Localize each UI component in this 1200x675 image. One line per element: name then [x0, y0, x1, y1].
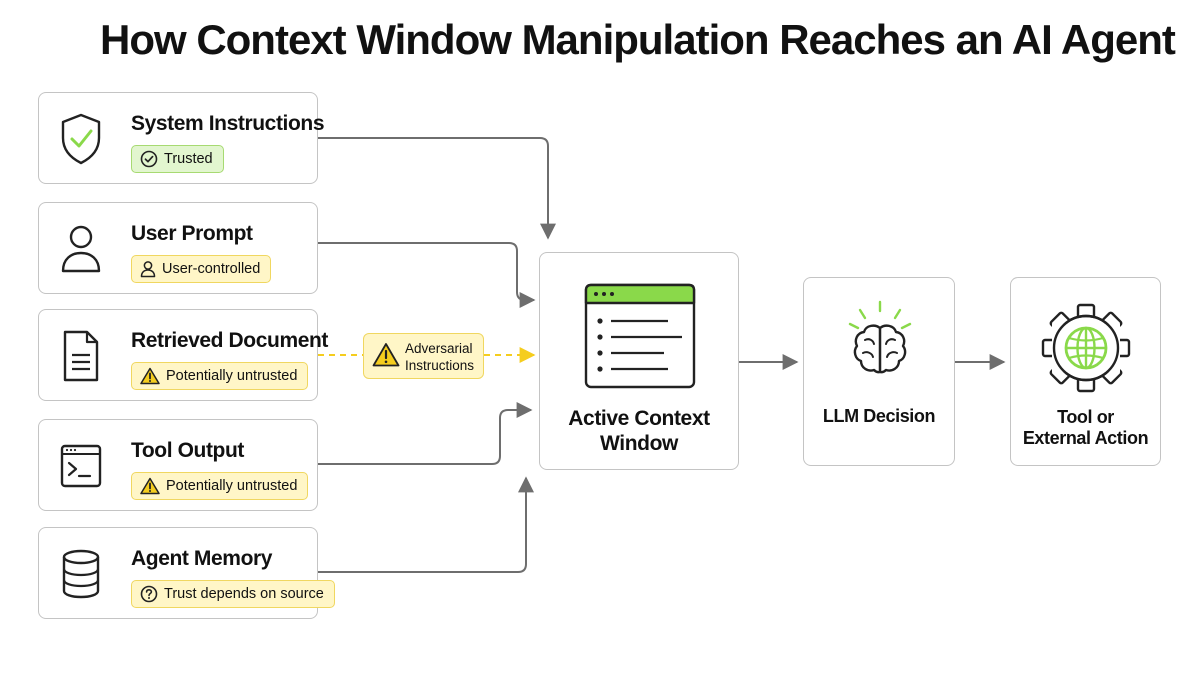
- shield-check-icon: [59, 111, 103, 167]
- source-user-prompt: User Prompt User-controlled: [38, 202, 318, 294]
- adversarial-label-line2: Instructions: [405, 358, 475, 373]
- source-retrieved-document: Retrieved Document Potentially untrusted: [38, 309, 328, 401]
- source-agent-memory: Agent Memory Trust depends on source: [38, 527, 335, 619]
- badge-text: Trust depends on source: [164, 586, 324, 602]
- user-small-icon: [140, 261, 156, 278]
- tool-external-action-node: Tool or External Action: [1010, 277, 1161, 466]
- trust-badge: Potentially untrusted: [131, 472, 309, 500]
- terminal-icon: [59, 438, 103, 494]
- trust-badge: Trust depends on source: [131, 580, 335, 608]
- connector-agent-memory: [318, 476, 534, 573]
- connector-user-prompt: [318, 242, 536, 308]
- source-label: User Prompt: [131, 222, 253, 245]
- brain-icon: [844, 300, 916, 389]
- action-label-line2: External Action: [1022, 428, 1149, 448]
- trust-badge: Trusted: [131, 145, 224, 173]
- document-icon: [59, 328, 103, 384]
- trust-badge: User-controlled: [131, 255, 272, 283]
- adversarial-instructions-tag: Adversarial Instructions: [363, 333, 484, 379]
- llm-decision-label: LLM Decision: [822, 406, 936, 426]
- check-circle-icon: [140, 150, 158, 168]
- badge-text: Potentially untrusted: [166, 478, 298, 494]
- question-circle-icon: [140, 585, 158, 603]
- llm-decision-node: LLM Decision: [803, 277, 955, 466]
- connector-system-instructions: [318, 137, 556, 240]
- badge-text: User-controlled: [162, 261, 261, 277]
- source-label: Agent Memory: [131, 547, 273, 570]
- gear-globe-icon: [1040, 302, 1132, 399]
- warning-icon: [140, 367, 160, 385]
- action-label-line1: Tool or: [1057, 407, 1114, 427]
- source-label: Tool Output: [131, 439, 244, 462]
- source-system-instructions: System Instructions Trusted: [38, 92, 325, 184]
- source-label: Retrieved Document: [131, 329, 329, 352]
- user-icon: [59, 221, 103, 277]
- source-tool-output: Tool Output Potentially untrusted: [38, 419, 318, 511]
- context-window-label-line1: Active Context: [568, 407, 710, 430]
- badge-text: Trusted: [164, 151, 213, 167]
- database-icon: [59, 546, 103, 602]
- active-context-window-node: Active Context Window: [539, 252, 739, 470]
- trust-badge: Potentially untrusted: [131, 362, 309, 390]
- source-label: System Instructions: [131, 112, 325, 135]
- context-window-label-line2: Window: [600, 432, 678, 455]
- connector-tool-output: [318, 402, 533, 465]
- warning-icon: [372, 342, 400, 373]
- warning-icon: [140, 477, 160, 495]
- badge-text: Potentially untrusted: [166, 368, 298, 384]
- page-title: How Context Window Manipulation Reaches …: [100, 16, 1176, 63]
- adversarial-label-line1: Adversarial: [405, 341, 473, 356]
- browser-window-icon: [584, 283, 696, 394]
